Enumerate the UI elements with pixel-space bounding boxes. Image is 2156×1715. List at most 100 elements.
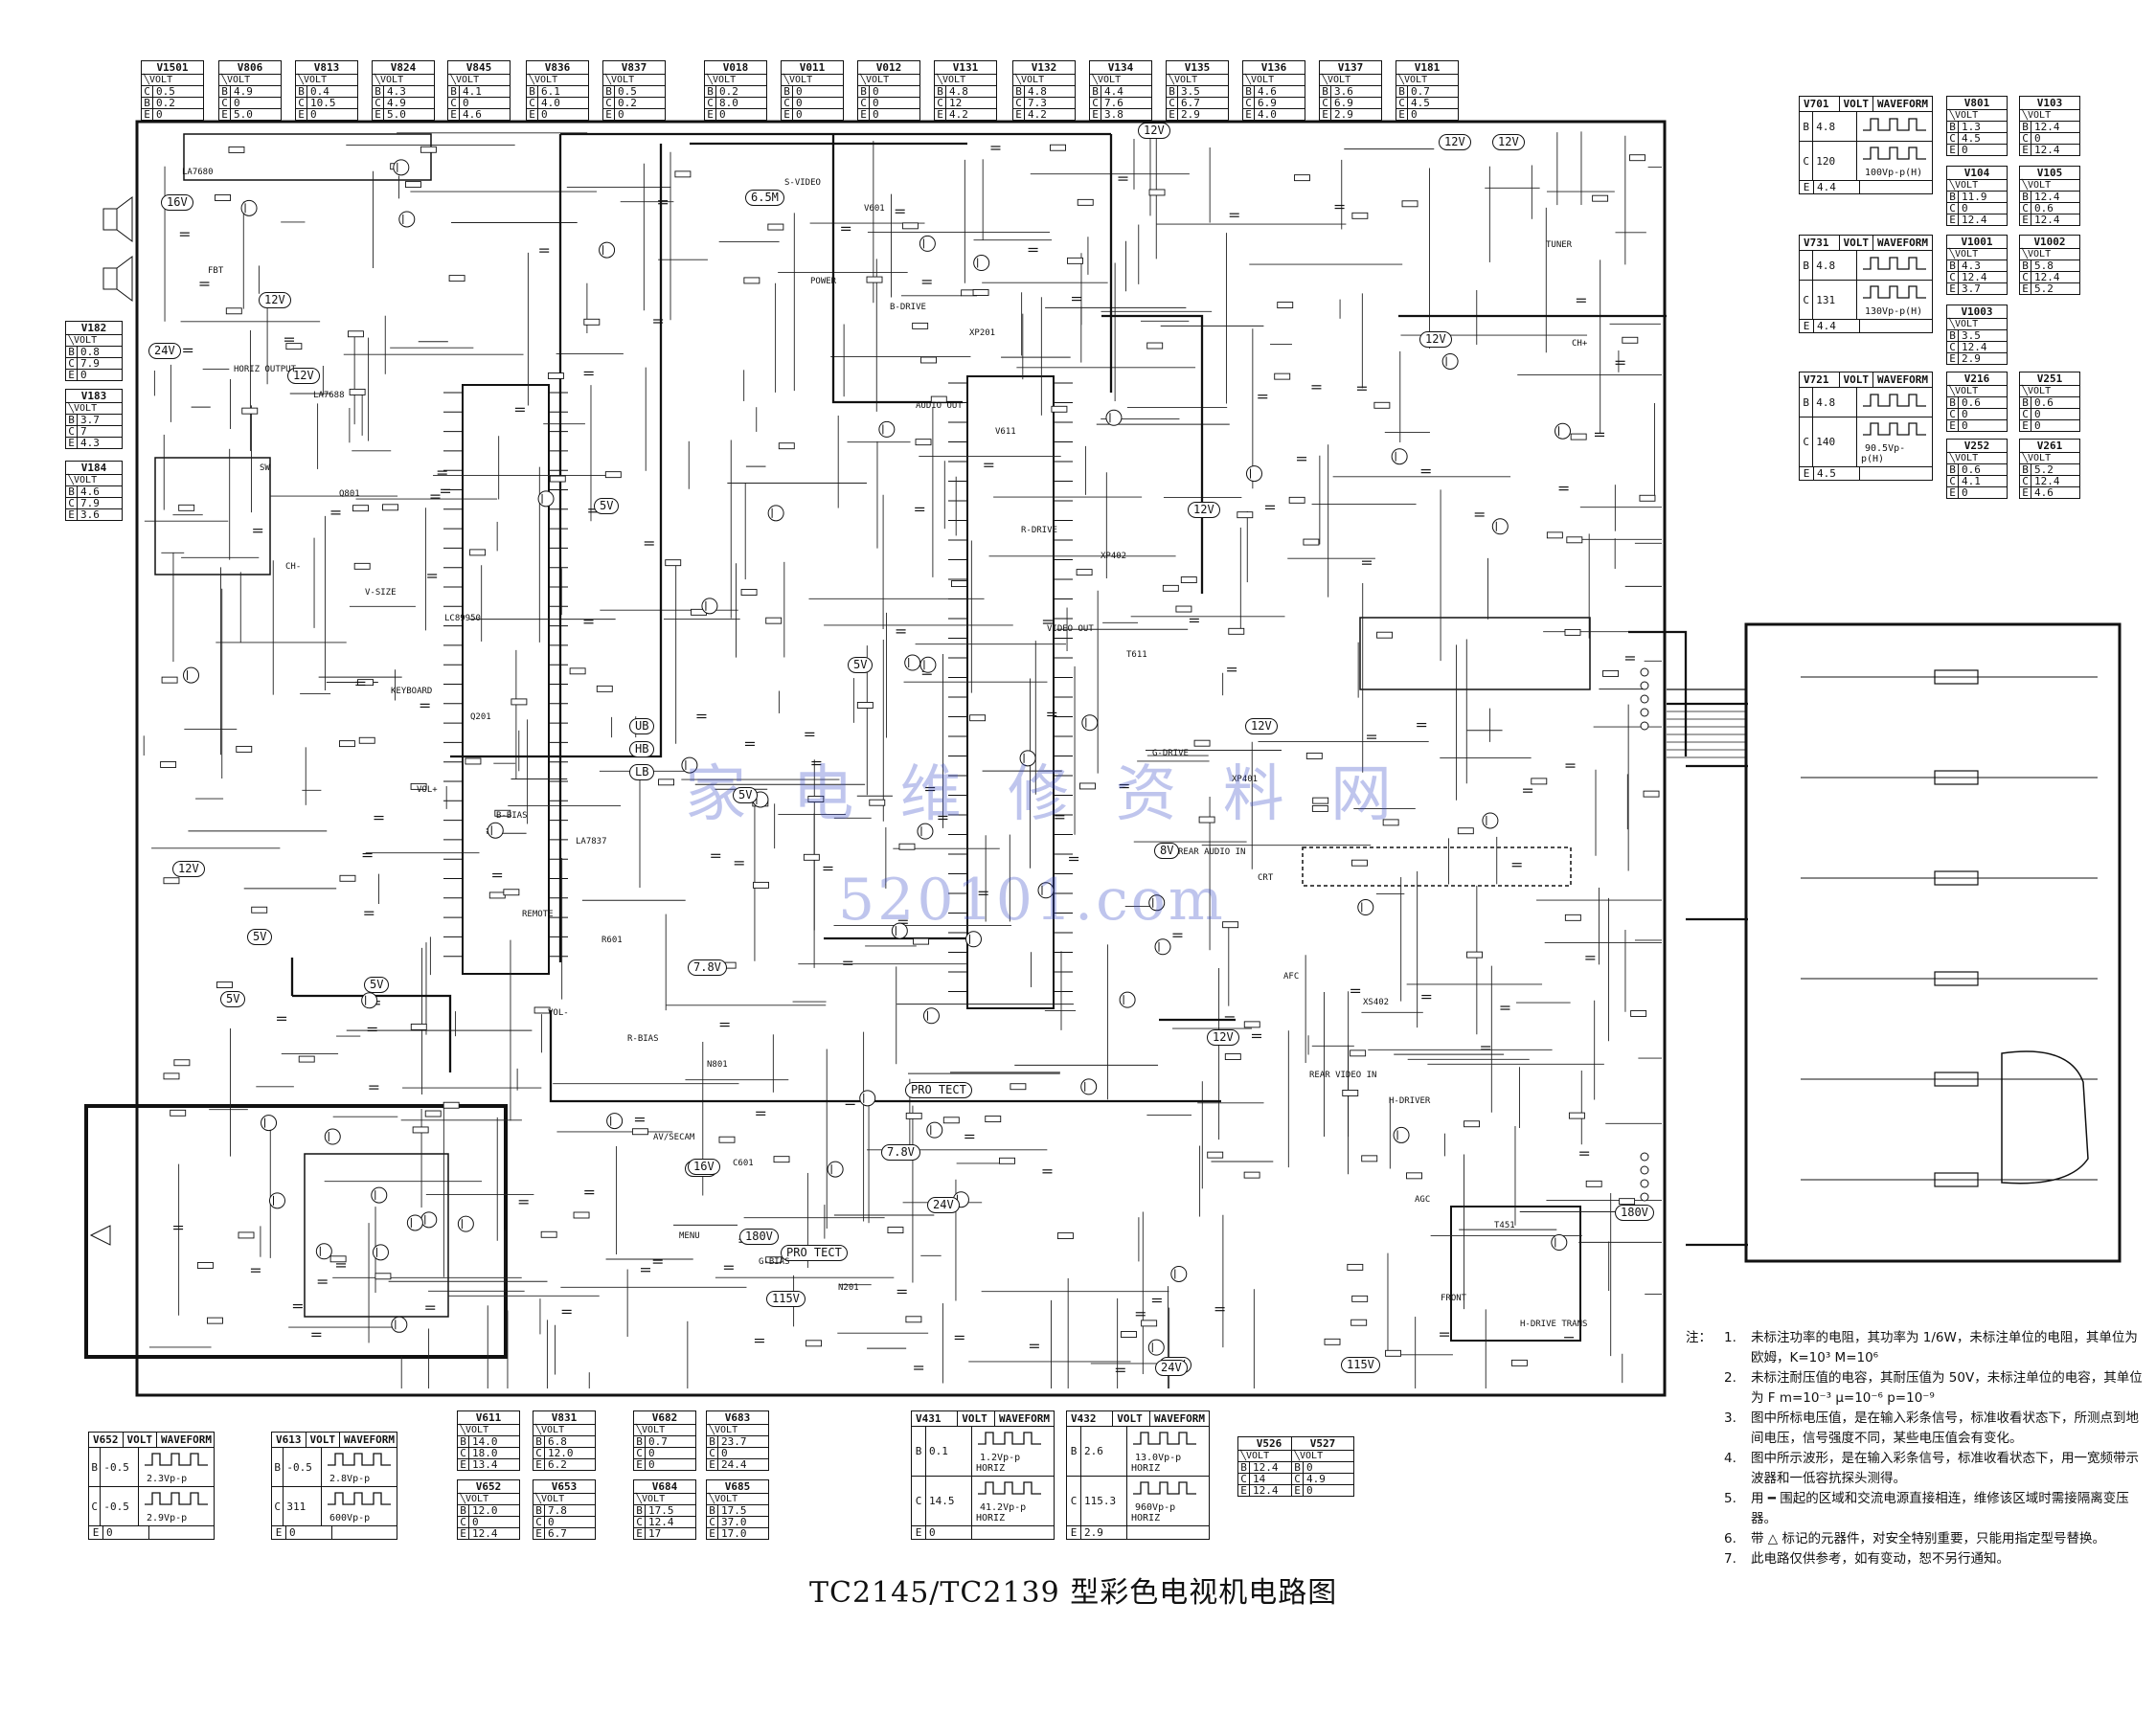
pin-voltage: 4.8 — [1028, 85, 1047, 98]
voltage-table-id: V611 — [458, 1411, 519, 1425]
transistor-icon — [606, 1113, 624, 1130]
voltage-table-header: ╲VOLT — [1292, 1451, 1353, 1462]
resistor-icon — [503, 889, 520, 896]
resistor-icon — [494, 809, 511, 817]
pin-voltage: 12.4 — [1962, 271, 1987, 283]
fbt-transformer — [1450, 1206, 1581, 1342]
pin-voltage: 4.6 — [2034, 486, 2054, 499]
voltage-table-id: V813 — [296, 61, 357, 75]
connector-pin-icon — [1640, 681, 1649, 690]
pin-label: E — [1947, 283, 1959, 294]
pin-label: E — [1167, 109, 1178, 120]
pin-label: B — [1947, 330, 1959, 341]
resistor-icon — [1351, 212, 1369, 219]
pin-voltage: 6.7 — [1181, 97, 1200, 109]
voltage-table-header: ╲VOLT — [2020, 110, 2079, 122]
pin-label: E — [1090, 109, 1101, 120]
resistor-icon — [718, 1136, 736, 1143]
voltage-table-id: V1002 — [2020, 236, 2079, 249]
pin-label: C — [603, 98, 615, 108]
pin-label: E — [1013, 109, 1025, 120]
resistor-icon — [1207, 1151, 1224, 1159]
note-5: 5.用 ━ 围起的区域和交流电源直接相连，维修该区域时需接隔离变压器。 — [1724, 1491, 2129, 1526]
waveform-volt-header: VOLT — [1840, 97, 1874, 111]
transistor-icon — [537, 490, 555, 508]
part-label: N801 — [707, 1060, 728, 1070]
resistor-icon — [569, 667, 586, 675]
voltage-table-header: ╲VOLT — [1947, 249, 2007, 260]
pin-label: C — [634, 1517, 646, 1527]
resistor-icon — [163, 1072, 180, 1080]
waveform-icon — [328, 1492, 391, 1505]
pin-voltage: 3.7 — [1962, 282, 1981, 295]
power-rail-label: 5V — [364, 977, 390, 993]
pin-voltage: 10.5 — [310, 97, 336, 109]
pin-voltage: 4.0 — [1258, 108, 1277, 121]
voltage-table-header: ╲VOLT — [66, 403, 122, 415]
pin-voltage: 2.6 — [1081, 1427, 1127, 1476]
pin-label: E — [935, 109, 946, 120]
resistor-icon — [178, 504, 195, 511]
pin-label: C — [373, 98, 384, 108]
part-label: G-BIAS — [759, 1257, 790, 1267]
resistor-icon — [469, 549, 487, 556]
pin-voltage: 12.0 — [472, 1504, 498, 1517]
voltage-table-header: ╲VOLT — [1320, 75, 1381, 86]
pin-label: E — [603, 109, 615, 120]
waveform-icon — [978, 1432, 1041, 1445]
voltage-table-header: ╲VOLT — [448, 75, 510, 86]
pin-voltage: 6.7 — [548, 1527, 567, 1540]
pin-voltage: 5.2 — [2034, 282, 2054, 295]
resistor-icon — [1385, 1349, 1402, 1357]
pin-label: C — [912, 1477, 926, 1525]
resistor-icon — [807, 796, 825, 802]
transistor-icon — [1491, 518, 1509, 535]
pin-label: C — [89, 1487, 102, 1525]
resistor-icon — [236, 745, 253, 753]
transistor-icon — [1393, 1126, 1410, 1143]
pin-label: E — [912, 1526, 926, 1539]
voltage-table-header: ╲VOLT — [458, 1425, 519, 1436]
connector-pin-icon — [1640, 1179, 1649, 1188]
pin-label: E — [219, 109, 231, 120]
voltage-table-header: ╲VOLT — [1090, 75, 1151, 86]
pin-voltage: 12.4 — [1253, 1484, 1279, 1497]
voltage-table-header: ╲VOLT — [1947, 453, 2007, 464]
voltage-table-header: ╲VOLT — [935, 75, 996, 86]
resistor-icon — [665, 559, 682, 567]
voltage-table-header: ╲VOLT — [1947, 180, 2007, 192]
pin-voltage: 0.7 — [1411, 85, 1430, 98]
waveform-amplitude: 1.2Vp-p HORIZ — [976, 1453, 1021, 1474]
part-label: S-VIDEO — [784, 178, 821, 188]
resistor-icon — [1564, 628, 1581, 636]
transistor-icon — [1441, 352, 1459, 370]
pin-voltage: 2.9 — [1334, 108, 1353, 121]
waveform-wave-header: WAVEFORM — [1154, 1412, 1205, 1425]
pin-voltage: 14.0 — [472, 1435, 498, 1448]
ic-n801-mcu — [462, 384, 550, 975]
pin-label: C — [142, 86, 153, 97]
pin-voltage: 0 — [1411, 108, 1418, 121]
part-label: XS402 — [1363, 998, 1390, 1007]
